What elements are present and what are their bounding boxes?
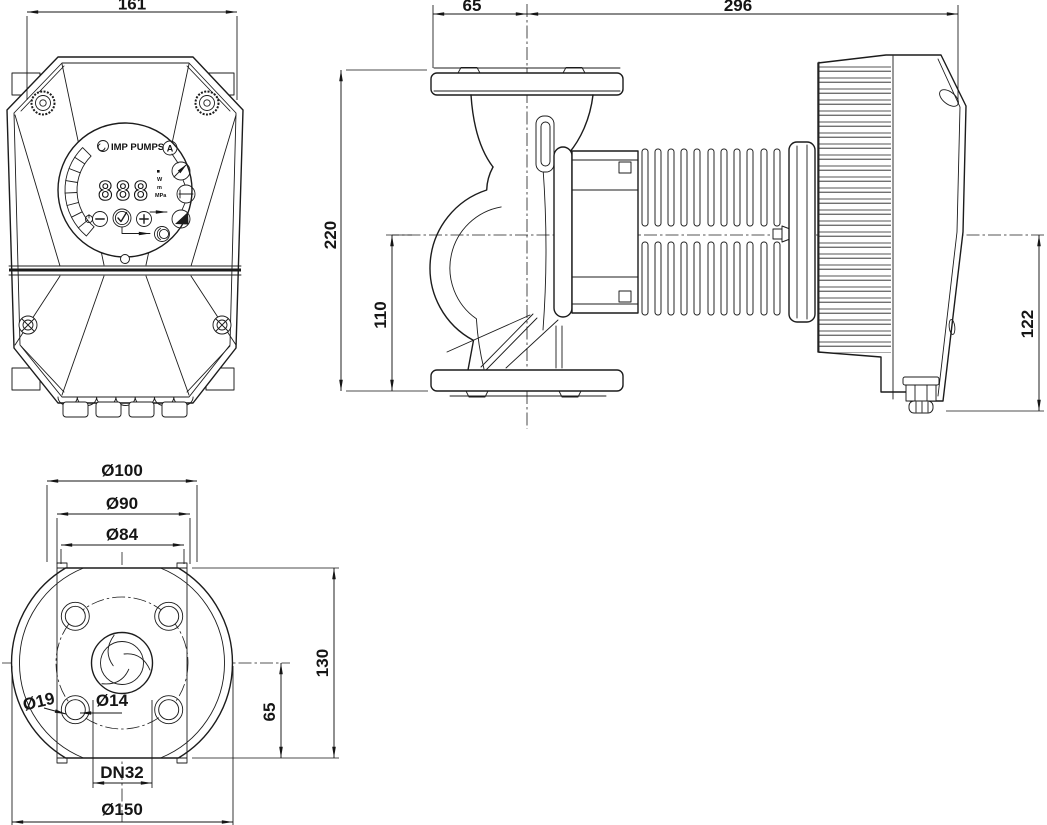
phillips-screw bbox=[212, 315, 232, 335]
dimension-dn32: DN32 bbox=[92, 700, 153, 788]
night-link-line bbox=[121, 226, 151, 236]
unit-label-mid: m bbox=[157, 185, 162, 191]
front-view: IMP PUMPS A 888 W m MPa bbox=[6, 0, 244, 418]
unit-label-bottom: MPa bbox=[155, 193, 167, 199]
brand-text: IMP PUMPS bbox=[111, 142, 164, 153]
suction-cone-lines bbox=[446, 313, 563, 371]
mode-connector-lines bbox=[171, 153, 186, 211]
motor-clamp-ring bbox=[553, 146, 573, 318]
face-notch bbox=[120, 254, 130, 264]
dimension-d84: Ø84 bbox=[60, 525, 185, 564]
rotor-cooling-fins bbox=[641, 148, 781, 316]
dimension-110: 110 bbox=[371, 234, 412, 391]
auto-mode-badge: A bbox=[162, 140, 178, 156]
unit-dot bbox=[157, 170, 160, 173]
volute-outer bbox=[429, 166, 494, 371]
dim-161-label: 161 bbox=[118, 0, 146, 14]
dimension-65-flange: 65 bbox=[260, 663, 283, 758]
bolt-hole bbox=[154, 695, 184, 725]
proportional-pressure-icon bbox=[171, 161, 191, 181]
dim-65-label: 65 bbox=[463, 0, 482, 15]
dim-d100-label: Ø100 bbox=[101, 461, 143, 480]
dim-d84-label: Ø84 bbox=[106, 525, 139, 544]
knurled-screw bbox=[30, 90, 56, 116]
dim-296-label: 296 bbox=[724, 0, 752, 15]
constant-speed-icon bbox=[171, 209, 191, 229]
port-inner-bore bbox=[100, 641, 144, 685]
dim-d150-label: Ø150 bbox=[101, 800, 143, 819]
dim-130-label: 130 bbox=[313, 649, 332, 677]
led-arc bbox=[64, 147, 95, 237]
motor-end-ring bbox=[788, 141, 816, 323]
dim-d90-label: Ø90 bbox=[106, 494, 138, 513]
dimension-296: 296 bbox=[527, 0, 959, 104]
night-mode-icon bbox=[154, 226, 170, 242]
terminal-connectors bbox=[62, 401, 188, 418]
bottom-flange bbox=[430, 369, 624, 392]
lifting-hole bbox=[939, 89, 959, 107]
impeller-blades bbox=[101, 634, 151, 685]
vent-screw bbox=[772, 225, 791, 243]
dimension-d14: Ø14 bbox=[80, 691, 129, 715]
dim-110-label: 110 bbox=[371, 301, 390, 328]
cable-gland bbox=[902, 376, 940, 414]
stator-clip bbox=[618, 290, 632, 303]
box-slot bbox=[948, 319, 956, 335]
dimension-65-top: 65 bbox=[432, 0, 527, 68]
constant-pressure-icon bbox=[176, 184, 196, 204]
knurled-screw bbox=[194, 90, 220, 116]
flange-outer-rim bbox=[10, 567, 234, 759]
bolt-circle bbox=[55, 596, 189, 730]
dim-d14-label: Ø14 bbox=[96, 691, 129, 710]
connector-scallops bbox=[57, 396, 194, 406]
display-digits: 888 bbox=[98, 177, 151, 207]
plus-button-icon bbox=[136, 211, 152, 227]
corner-chamfers bbox=[20, 65, 231, 393]
dim-220-label: 220 bbox=[321, 221, 340, 249]
housing-inner-rim bbox=[13, 62, 237, 398]
dimension-122: 122 bbox=[946, 235, 1044, 412]
brand-logo-icon bbox=[97, 140, 109, 152]
bolt-hole bbox=[60, 601, 90, 631]
dimension-130: 130 bbox=[192, 567, 339, 759]
phillips-screw bbox=[18, 315, 38, 335]
top-flange bbox=[430, 72, 624, 96]
stator-housing bbox=[571, 150, 639, 314]
port-bore bbox=[90, 631, 154, 695]
terminal-box-edges bbox=[818, 55, 894, 400]
pump-body-outline bbox=[56, 562, 188, 764]
dim-dn32-label: DN32 bbox=[100, 763, 143, 782]
dim-65-flange-label: 65 bbox=[260, 703, 279, 722]
volute-inner bbox=[449, 206, 502, 370]
discharge-neck bbox=[470, 94, 494, 168]
terminal-box-fins bbox=[819, 61, 891, 353]
dimension-d90: Ø90 bbox=[56, 494, 191, 564]
minus-button-icon bbox=[92, 211, 108, 227]
terminal-box-chamfer bbox=[937, 58, 961, 397]
flange-view: Ø100 Ø90 Ø84 Ø19 Ø14 130 65 bbox=[2, 461, 339, 825]
flange-bolt-traces bbox=[433, 67, 621, 74]
volute-rear-edge bbox=[542, 167, 547, 331]
unit-label-top: W bbox=[157, 177, 163, 183]
dimension-d150: Ø150 bbox=[11, 666, 234, 825]
side-view: 65 296 220 110 122 bbox=[321, 0, 1044, 429]
stator-lines bbox=[571, 159, 639, 305]
bolt-hole bbox=[60, 695, 90, 725]
bolt-hole bbox=[154, 601, 184, 631]
auto-mode-label: A bbox=[167, 144, 174, 154]
dim-122-label: 122 bbox=[1018, 310, 1037, 338]
dimension-220: 220 bbox=[321, 69, 428, 392]
dimension-161: 161 bbox=[26, 0, 238, 100]
stator-clip bbox=[618, 161, 632, 174]
dimension-d100: Ø100 bbox=[46, 461, 198, 562]
end-ring-lines bbox=[796, 144, 808, 320]
discharge-neck-right bbox=[568, 94, 594, 154]
bottom-flange-bolt-traces bbox=[449, 390, 607, 398]
seal-plug bbox=[540, 121, 551, 167]
